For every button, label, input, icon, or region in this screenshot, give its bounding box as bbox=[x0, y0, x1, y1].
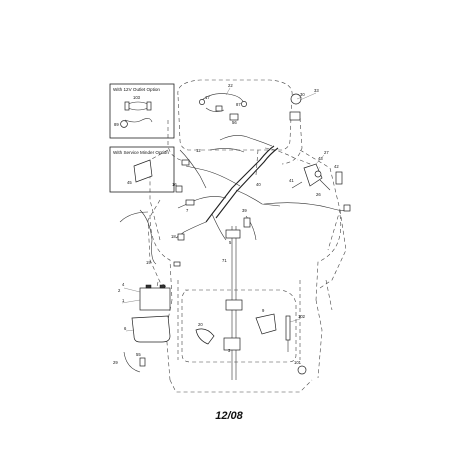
callout-27: 27 bbox=[324, 150, 329, 155]
callout-101: 101 bbox=[294, 360, 302, 365]
callout-87: 87 bbox=[236, 102, 241, 107]
callout-30: 30 bbox=[300, 92, 305, 97]
callout-89: 89 bbox=[114, 122, 119, 127]
callout-40: 40 bbox=[256, 182, 261, 187]
callout-26: 26 bbox=[316, 192, 321, 197]
callout-17: 17 bbox=[205, 95, 210, 100]
callout-3: 3 bbox=[228, 348, 231, 353]
callout-22: 22 bbox=[228, 83, 233, 88]
callout-18: 18 bbox=[171, 234, 176, 239]
leader-lines bbox=[121, 87, 325, 332]
callout-19: 19 bbox=[146, 260, 151, 265]
callout-4: 4 bbox=[122, 282, 125, 287]
callout-42: 42 bbox=[334, 164, 339, 169]
inset-12v-outlet-title: With 12V Outlet Option bbox=[113, 87, 160, 92]
callout-56: 56 bbox=[232, 120, 237, 125]
inset-service-minder: With Service Minder Option 45 bbox=[109, 146, 175, 193]
callout-6: 6 bbox=[124, 326, 127, 331]
callout-102: 102 bbox=[298, 314, 306, 319]
callout-39: 39 bbox=[242, 208, 247, 213]
callout-29: 29 bbox=[113, 360, 118, 365]
callout-33: 33 bbox=[314, 88, 319, 93]
footer-date: 12/08 bbox=[215, 410, 243, 422]
callout-20: 20 bbox=[198, 322, 203, 327]
callout-9: 9 bbox=[262, 308, 265, 313]
callout-12: 12 bbox=[196, 148, 201, 153]
callout-7: 7 bbox=[186, 208, 189, 213]
callout-41: 41 bbox=[289, 178, 294, 183]
harness-components bbox=[123, 93, 351, 375]
callout-1: 1 bbox=[122, 298, 125, 303]
callout-2: 2 bbox=[118, 288, 121, 293]
inset-12v-outlet: With 12V Outlet Option 103 89 bbox=[109, 83, 175, 139]
callout-16: 16 bbox=[172, 182, 177, 187]
callout-45: 45 bbox=[127, 180, 132, 185]
callout-103: 103 bbox=[133, 95, 141, 100]
callout-71: 71 bbox=[222, 258, 227, 263]
callout-55: 55 bbox=[136, 352, 141, 357]
inset-service-minder-title: With Service Minder Option bbox=[113, 150, 169, 155]
callout-labels: 22 17 87 30 33 56 27 12 26 40 43 41 42 1… bbox=[113, 83, 339, 365]
callout-5: 5 bbox=[229, 240, 232, 245]
